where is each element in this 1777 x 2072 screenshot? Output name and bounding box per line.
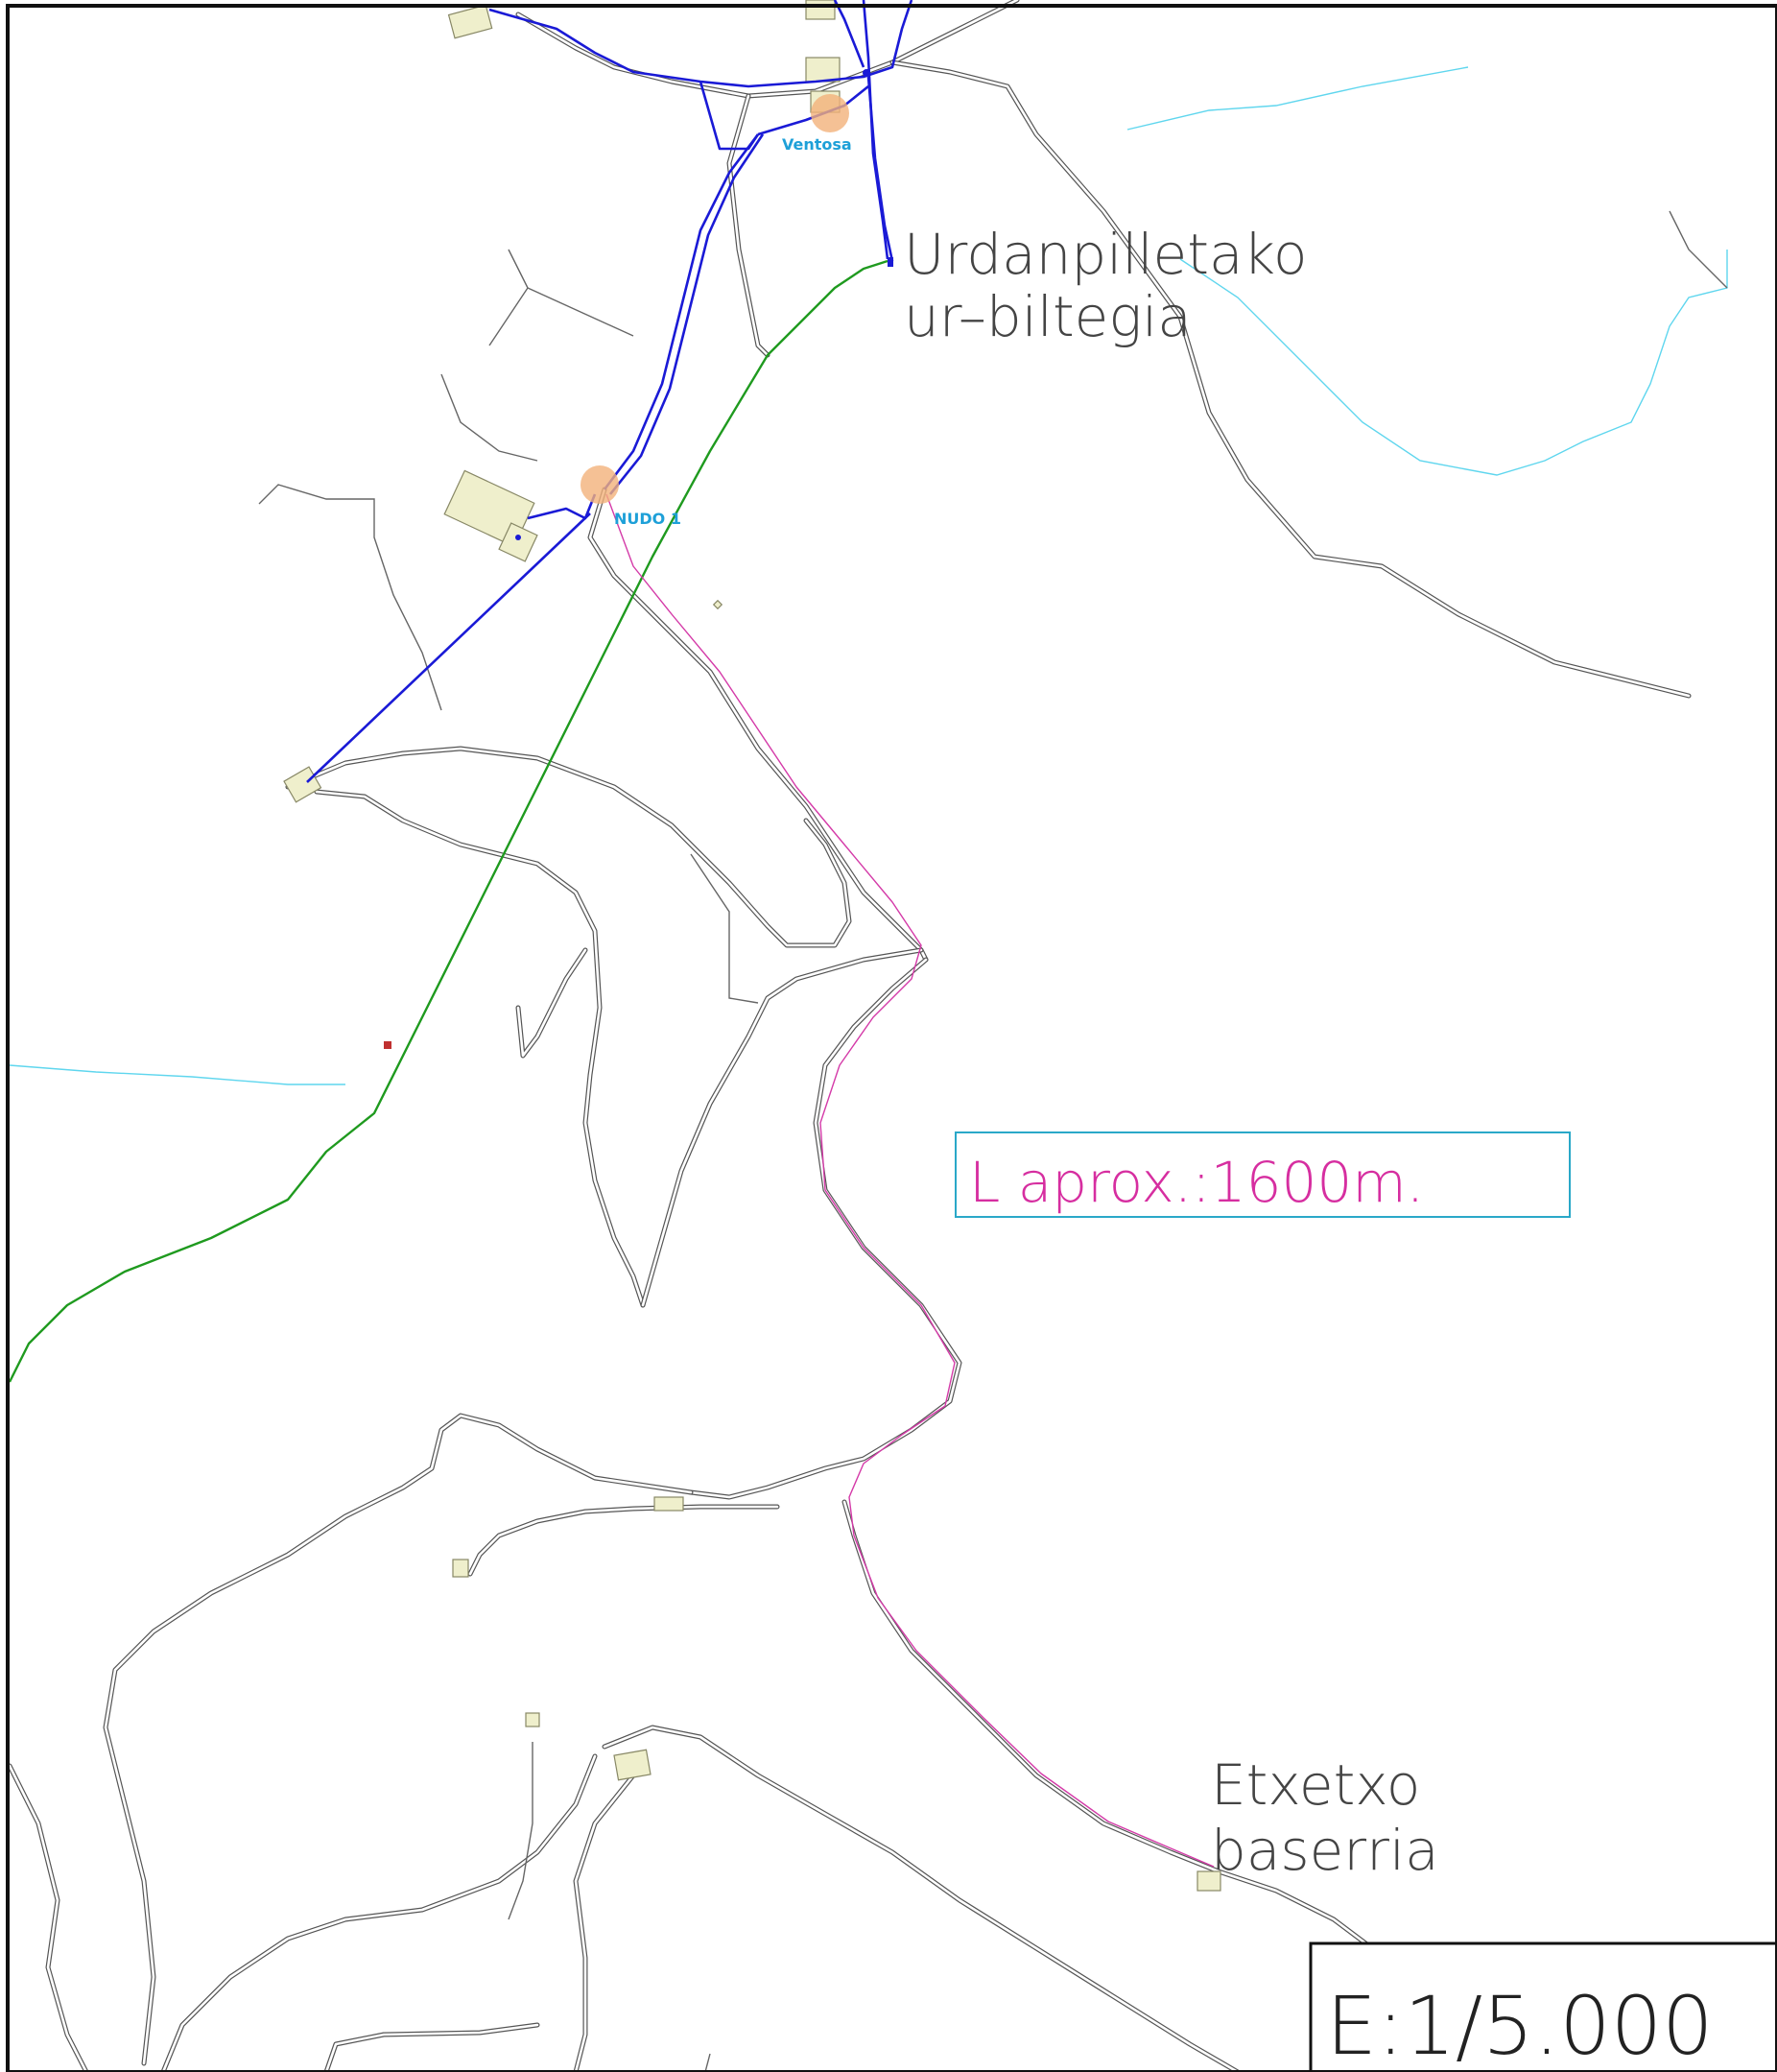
buildings: [283, 0, 1221, 1892]
blue-pipe-north: [488, 0, 913, 88]
reservoir-label-line2: ur–biltegia: [904, 284, 1192, 349]
ventosa-label: Ventosa: [782, 135, 852, 154]
length-callout: L aprox.:1600m.: [955, 1131, 1571, 1218]
ventosa-marker: [811, 94, 849, 132]
nudo-1-marker: [580, 465, 619, 504]
streams: [9, 66, 1728, 1085]
length-label: L aprox.:1600m.: [969, 1150, 1424, 1215]
node-markers: Ventosa NUDO 1: [384, 69, 893, 1049]
boundaries: [258, 210, 1728, 2072]
map-frame: [6, 4, 1777, 2072]
pipelines: [8, 0, 1215, 1868]
scale-box: E:1/5.000: [1309, 1941, 1777, 2072]
nudo-1-label: NUDO 1: [614, 510, 681, 528]
reservoir-label-line1: Urdanpilletako: [904, 222, 1308, 287]
pink-pipe: [605, 493, 1215, 1868]
roads: [7, 0, 1692, 2072]
green-pipe: [8, 259, 888, 1383]
farmhouse-label-line2: baserria: [1211, 1818, 1439, 1883]
farmhouse-label-line1: Etxetxo: [1211, 1752, 1420, 1818]
scale-label: E:1/5.000: [1326, 1979, 1714, 2072]
